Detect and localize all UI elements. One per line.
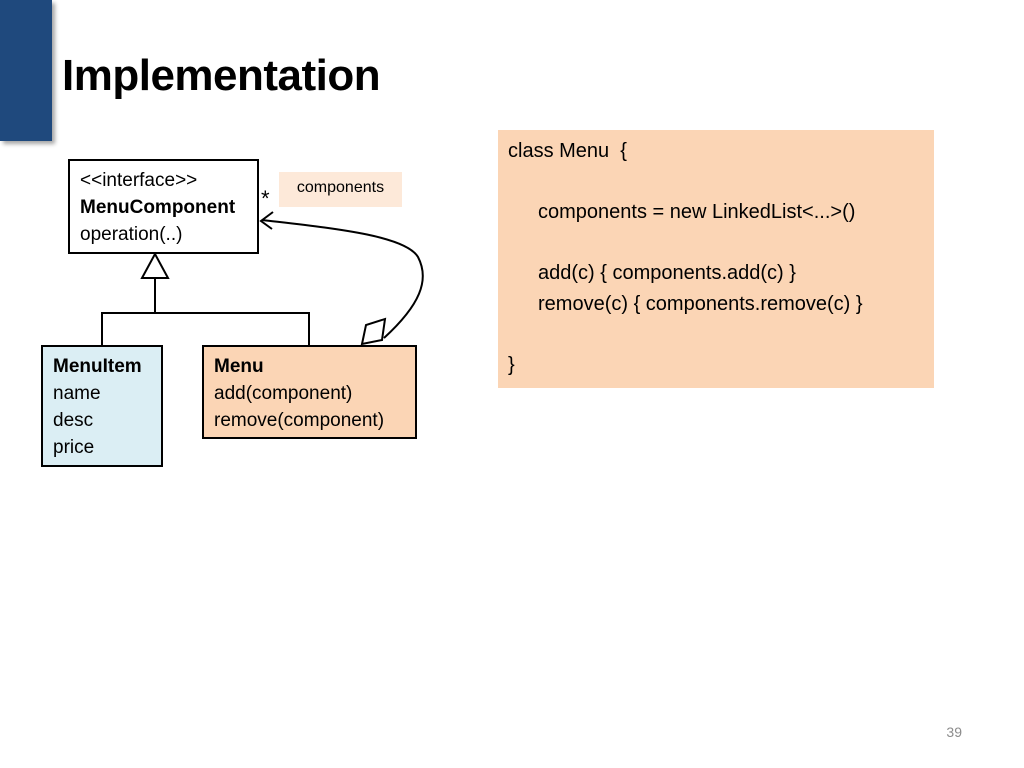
code-panel: class Menu { components = new LinkedList… — [498, 130, 934, 388]
code-line — [508, 228, 934, 259]
menuitem-field: price — [53, 437, 95, 458]
code-line: class Menu { — [508, 140, 627, 162]
menu-class-name: Menu — [214, 356, 264, 377]
inheritance-connector — [101, 312, 310, 345]
inheritance-triangle-icon — [140, 251, 170, 279]
interface-operation: operation(..) — [80, 224, 183, 245]
menucomponent-interface-box: <<interface>> MenuComponent operation(..… — [68, 159, 259, 254]
association-role-label: components — [279, 172, 402, 207]
menuitem-class-box: MenuItem name desc price — [41, 345, 163, 467]
page-number: 39 — [946, 724, 962, 740]
interface-name: MenuComponent — [80, 197, 236, 218]
code-line: } — [508, 353, 515, 376]
code-line: components = new LinkedList<...>() — [538, 201, 856, 223]
code-line — [508, 319, 934, 350]
slide-title: Implementation — [62, 51, 381, 100]
code-line — [508, 167, 934, 198]
menu-operation: add(component) — [214, 383, 353, 404]
interface-stereotype: <<interface>> — [80, 170, 198, 191]
menuitem-field: name — [53, 383, 101, 404]
menu-class-box: Menu add(component) remove(component) — [202, 345, 417, 439]
accent-bar — [0, 0, 52, 141]
menuitem-class-name: MenuItem — [53, 356, 142, 377]
code-line: remove(c) { components.remove(c) } — [538, 292, 863, 315]
menuitem-field: desc — [53, 410, 94, 431]
aggregation-association-line — [261, 219, 424, 339]
aggregation-diamond-icon — [360, 317, 387, 346]
association-multiplicity: * — [261, 186, 270, 211]
code-line: add(c) { components.add(c) } — [538, 262, 796, 284]
association-arrowhead-icon — [259, 211, 274, 230]
menu-operation: remove(component) — [214, 410, 385, 431]
